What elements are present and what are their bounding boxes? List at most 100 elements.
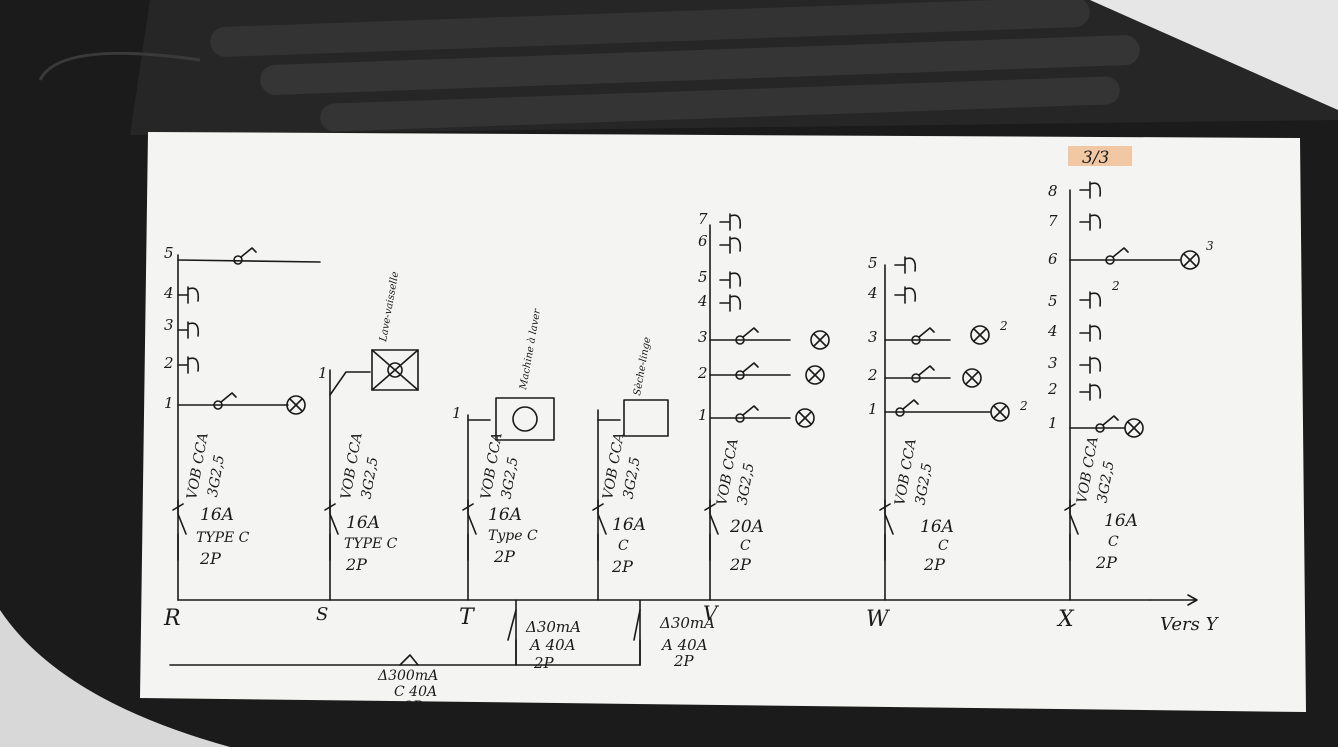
rcd-1-poles: 2P [533, 654, 555, 672]
s-feed [329, 371, 371, 396]
breaker-s-poles: 2P [345, 555, 367, 574]
circuit-4-breaker [709, 499, 719, 561]
paper-sheet [140, 132, 1306, 712]
point-number-w-3: 3 [868, 328, 878, 346]
circuit-4-breaker-mark [704, 503, 716, 511]
phase-s: S [316, 604, 328, 625]
point-number-t-1: 1 [452, 404, 462, 422]
dishwasher-x2 [371, 349, 419, 391]
v-socket-6 [719, 236, 742, 254]
main-breaker-rating: C 40A [394, 684, 437, 700]
v-lamp-3 [810, 330, 830, 350]
rcd-1-switch [507, 609, 517, 666]
breaker-s-type: TYPE C [344, 536, 398, 552]
circuit-3-breaker-mark [592, 503, 604, 511]
v-lamp-2-cross [808, 368, 822, 382]
v-lamp-1-cross [798, 411, 812, 425]
v-socket-4 [719, 294, 742, 312]
r-socket-3 [177, 321, 200, 339]
cable-x-type: VOB CCA [1074, 435, 1101, 504]
cable-v: VOB CCA 3G2,5 [714, 437, 758, 507]
v-switch-2 [735, 370, 745, 380]
rcd-2-sensitivity: Δ30mA [659, 614, 715, 632]
mult-x5: 2 [1111, 279, 1120, 293]
rcd-1-sensitivity: Δ30mA [525, 618, 581, 636]
x-socket-5 [1079, 291, 1102, 309]
breaker-r-type: TYPE C [196, 530, 250, 546]
cable-r-section: 3G2,5 [205, 454, 228, 499]
breaker-v: 20A C 2P [729, 517, 764, 574]
appliance-label-machine-a-laver: Machine à laver [518, 307, 543, 391]
breaker-t-rating: 16A [488, 505, 522, 525]
cable-x-section: 3G2,5 [1095, 460, 1118, 505]
breaker-w-poles: 2P [923, 555, 945, 574]
point-number-x-6: 6 [1048, 250, 1058, 268]
v-switch-2-lever [742, 362, 759, 373]
x-switch-1-lever [1102, 415, 1119, 426]
circuit-2-breaker [467, 499, 477, 561]
breaker-s: 16A TYPE C 2P [344, 513, 398, 574]
breaker-t-poles: 2P [493, 547, 515, 566]
mult-w1: 2 [1019, 399, 1028, 413]
breaker-t-type: Type C [488, 528, 538, 544]
main-breaker-label: Δ300mA C 40A 2P [377, 668, 438, 715]
w-lamp-2 [962, 368, 982, 388]
washing-machine-drum [512, 406, 538, 432]
point-number-r-1: 1 [164, 394, 174, 412]
x-lamp-1 [1124, 418, 1144, 438]
r-point-5-line [177, 259, 321, 263]
breaker-u: 16A C 2P [611, 515, 646, 576]
point-number-w-5: 5 [868, 254, 878, 272]
r-lamp-1-cross [289, 398, 303, 412]
point-number-x-7: 7 [1048, 212, 1058, 230]
phase-w: W [866, 607, 891, 632]
x-socket-3 [1079, 356, 1102, 374]
v-lamp-1 [795, 408, 815, 428]
w-lamp-3-cross [973, 328, 987, 342]
breaker-w-type: C [938, 538, 949, 554]
point-number-x-2: 2 [1047, 380, 1058, 398]
v-switch-3 [735, 335, 745, 345]
v-socket-5 [719, 271, 742, 289]
circuit-6-breaker [1069, 499, 1079, 561]
rcd-1-label: Δ30mA A 40A 2P [525, 618, 581, 672]
vers-y-label: Vers Y [1160, 614, 1220, 635]
rcd-2-rating: A 40A [660, 636, 708, 654]
breaker-x-poles: 2P [1095, 553, 1117, 572]
rcd-2-label: Δ30mA A 40A 2P [659, 614, 715, 670]
point-number-v-5: 5 [698, 268, 708, 286]
x-socket-7 [1079, 213, 1102, 231]
breaker-t: 16A Type C 2P [488, 505, 538, 566]
page-marker-highlight [1068, 146, 1132, 166]
mult-x6: 3 [1206, 239, 1214, 253]
v-switch-3-lever [742, 327, 759, 338]
point-number-x-5: 5 [1048, 292, 1058, 310]
cable-t: VOB CCA 3G2,5 [478, 431, 522, 500]
breaker-u-rating: 16A [612, 515, 646, 535]
point-number-x-8: 8 [1048, 182, 1058, 200]
r-socket-2 [177, 356, 200, 374]
r-switch-1 [213, 400, 223, 410]
circuit-3-breaker [597, 499, 607, 561]
w-lamp-2-cross [965, 371, 979, 385]
breaker-w-rating: 16A [920, 517, 954, 537]
cable-r: VOB CCA 3G2,5 [184, 431, 228, 500]
breaker-x-type: C [1108, 534, 1119, 550]
circuit-5-breaker-mark [879, 503, 891, 511]
point-number-v-3: 3 [698, 328, 708, 346]
rcd-2-switch [633, 609, 641, 666]
w-switch-1 [895, 407, 905, 417]
desk-mat [38, 0, 1338, 135]
cable-u-section: 3G2,5 [621, 456, 644, 501]
mult-v3: 2 [999, 319, 1008, 333]
appliance-label-seche-linge: Sèche-linge [632, 336, 653, 396]
circuit-1-breaker [329, 499, 339, 561]
cable-v-section: 3G2,5 [735, 462, 758, 507]
cable-r-type: VOB CCA [184, 431, 211, 500]
x-socket-2 [1079, 383, 1102, 401]
x-socket-4 [1079, 324, 1102, 342]
cable-s: VOB CCA 3G2,5 [338, 431, 382, 500]
main-breaker-sensitivity: Δ300mA [377, 668, 438, 684]
